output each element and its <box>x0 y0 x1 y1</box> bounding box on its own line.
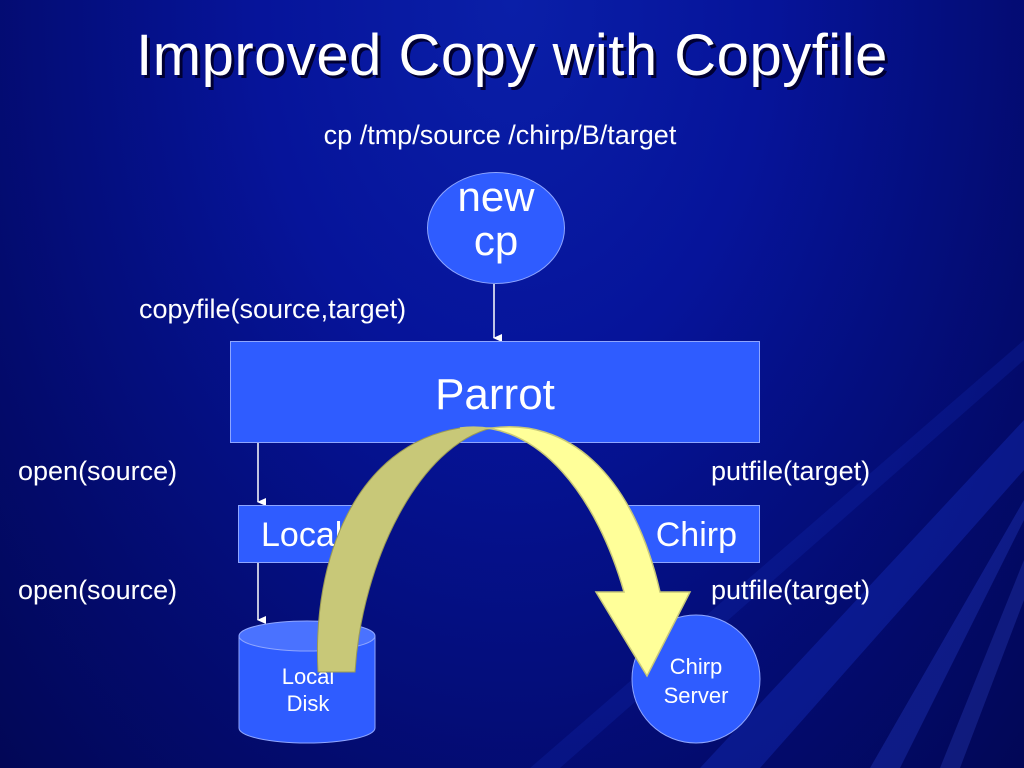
curved-arrow-body <box>459 426 692 678</box>
chirp-server-line1: Chirp <box>669 654 723 679</box>
local-disk-line2: Disk <box>286 691 330 716</box>
new-cp-line1: new <box>457 173 535 220</box>
open-source-lower-label: open(source) <box>18 575 178 605</box>
command-text: cp /tmp/source /chirp/B/target <box>323 120 677 150</box>
copyfile-label: copyfile(source,target) <box>139 294 407 324</box>
slide-title: Improved Copy with Copyfile <box>136 23 888 88</box>
parrot-label: Parrot <box>435 370 555 419</box>
putfile-target-lower-label: putfile(target) <box>711 575 871 605</box>
chirp-server-line2: Server <box>663 683 729 708</box>
new-cp-line2: cp <box>473 217 519 264</box>
chirp-server-circle <box>631 614 761 744</box>
chirp-label: Chirp <box>655 516 737 554</box>
new-cp-node: new cp <box>427 172 565 284</box>
putfile-target-upper-label: putfile(target) <box>711 456 871 486</box>
open-source-upper-label: open(source) <box>18 456 178 486</box>
local-label: Local <box>261 516 343 554</box>
chirp-server-label: Chirp Server <box>632 652 760 710</box>
parrot-box: Parrot <box>230 341 760 443</box>
curved-arrow-shaded-side <box>316 427 493 673</box>
